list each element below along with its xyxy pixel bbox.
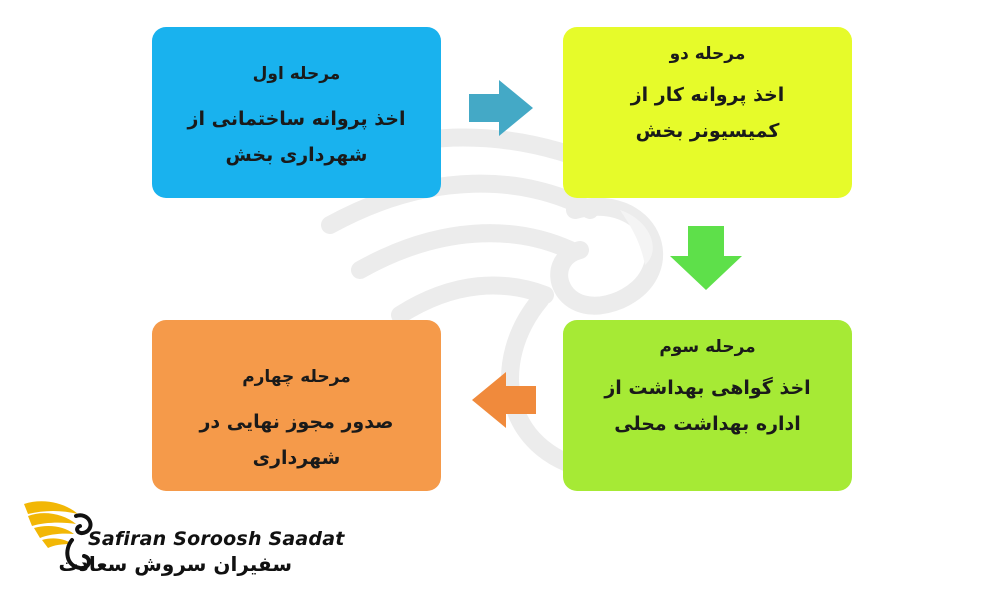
arrow-right-icon bbox=[469, 80, 533, 136]
step-2-box: مرحله دو اخذ پروانه کار از کمیسیونر بخش bbox=[563, 27, 852, 198]
step-3-title: مرحله سوم bbox=[659, 337, 756, 357]
step-1-description: اخذ پروانه ساختمانی از شهرداری بخش bbox=[187, 108, 406, 166]
logo-latin-text: Safiran Soroosh Saadat bbox=[88, 528, 345, 550]
step-2-description: اخذ پروانه کار از کمیسیونر بخش bbox=[630, 84, 785, 142]
company-logo: Safiran Soroosh Saadat سفیران سروش سعادت bbox=[22, 496, 344, 586]
step-1-box: مرحله اول اخذ پروانه ساختمانی از شهرداری… bbox=[152, 27, 441, 198]
swan-wing-logo-icon bbox=[24, 501, 93, 571]
arrow-down-icon bbox=[670, 226, 742, 290]
logo-persian-text: سفیران سروش سعادت bbox=[58, 552, 293, 576]
step-3-box: مرحله سوم اخذ گواهی بهداشت از اداره بهدا… bbox=[563, 320, 852, 491]
step-4-description: صدور مجوز نهایی در شهرداری bbox=[199, 411, 394, 469]
step-3-description: اخذ گواهی بهداشت از اداره بهداشت محلی bbox=[604, 377, 811, 435]
step-1-title: مرحله اول bbox=[252, 64, 341, 84]
step-2-title: مرحله دو bbox=[669, 44, 746, 64]
step-4-title: مرحله چهارم bbox=[242, 367, 351, 387]
step-4-box: مرحله چهارم صدور مجوز نهایی در شهرداری bbox=[152, 320, 441, 491]
arrow-left-icon bbox=[472, 372, 536, 428]
